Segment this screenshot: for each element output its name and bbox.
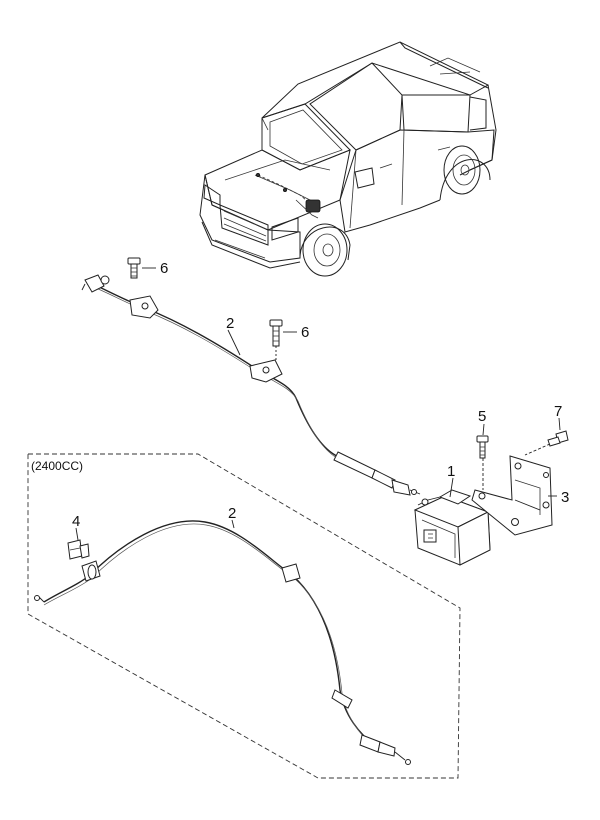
accelerator-cable-upper [81,274,421,496]
callout-4: 4 [72,513,80,530]
callout-1: 1 [447,463,455,480]
cruise-actuator [413,489,491,566]
vehicle-illustration [199,41,497,277]
callout-2-lower: 2 [228,505,236,522]
callout-6-mid: 6 [301,324,309,341]
variant-boundary [27,453,461,779]
callout-5: 5 [478,408,486,425]
actuator-bracket [471,455,553,536]
variant-label: (2400CC) [31,459,83,473]
callout-3: 3 [561,489,569,506]
bolt-6-mid [269,319,283,360]
bolt-6-top [127,257,141,279]
callout-7: 7 [554,403,562,420]
cable-clip-4 [67,539,90,560]
bolt-5 [476,435,489,490]
callout-2-upper: 2 [226,315,234,332]
callout-6-top: 6 [160,260,168,277]
accelerator-cable-lower [34,520,411,765]
leader-lines [75,267,561,541]
bolt-7 [524,430,569,456]
